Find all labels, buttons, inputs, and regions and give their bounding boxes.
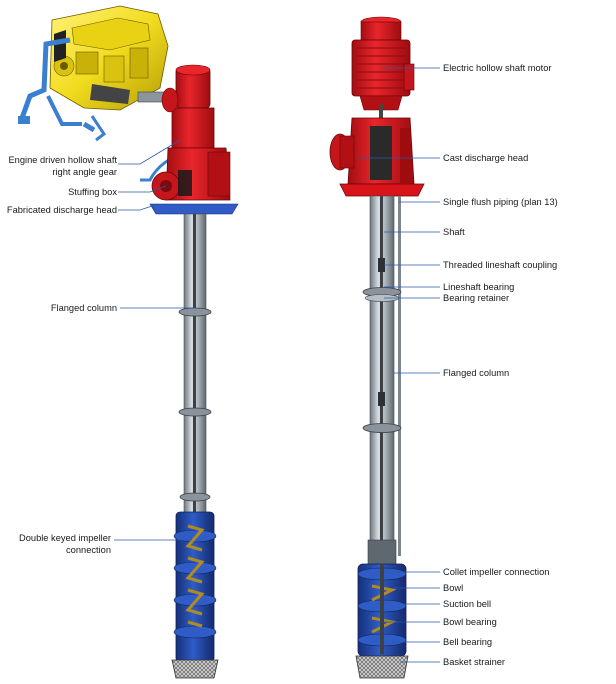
right-angle-gear-icon [161, 64, 215, 149]
fabricated-discharge-head [149, 147, 239, 215]
label-flush-piping: Single flush piping (plan 13) [443, 197, 558, 207]
label-shaft: Shaft [443, 227, 465, 237]
pump-bowl-icon [173, 511, 217, 663]
leader-lines [114, 67, 440, 663]
right-pump [329, 16, 425, 679]
label-collet: Collet impeller connection [443, 567, 549, 577]
label-gear-line2: right angle gear [52, 167, 117, 177]
label-bearing-retainer: Bearing retainer [443, 293, 509, 303]
left-labels: Engine driven hollow shaft right angle g… [7, 155, 118, 555]
flush-piping [398, 196, 401, 556]
right-flanged-column [362, 195, 402, 567]
label-fabricated-discharge-head: Fabricated discharge head [7, 205, 117, 215]
label-electric-motor: Electric hollow shaft motor [443, 63, 552, 73]
left-flanged-column [178, 213, 212, 515]
label-bell-bearing: Bell bearing [443, 637, 492, 647]
label-impeller-line1: Double keyed impeller [19, 533, 111, 543]
label-bowl: Bowl [443, 583, 463, 593]
label-basket-strainer: Basket strainer [443, 657, 505, 667]
cast-discharge-head [329, 117, 425, 197]
right-labels: Electric hollow shaft motor Cast dischar… [443, 63, 558, 667]
label-cast-discharge-head: Cast discharge head [443, 153, 528, 163]
label-lineshaft-bearing: Lineshaft bearing [443, 282, 514, 292]
right-basket-strainer [355, 655, 409, 679]
label-stuffing-box: Stuffing box [68, 187, 117, 197]
label-right-flanged-column: Flanged column [443, 368, 509, 378]
label-impeller-line2: connection [66, 545, 111, 555]
label-suction-bell: Suction bell [443, 599, 491, 609]
basket-strainer-icon [171, 659, 219, 679]
left-pump [18, 5, 239, 679]
lineshaft-coupling [378, 258, 385, 272]
diesel-engine-icon [49, 5, 169, 111]
label-coupling: Threaded lineshaft coupling [443, 260, 557, 270]
electric-motor-icon [351, 16, 415, 111]
label-bowl-bearing: Bowl bearing [443, 617, 497, 627]
right-bowl-assembly [357, 563, 407, 657]
label-gear-line1: Engine driven hollow shaft [8, 155, 117, 165]
label-left-flanged-column: Flanged column [51, 303, 117, 313]
